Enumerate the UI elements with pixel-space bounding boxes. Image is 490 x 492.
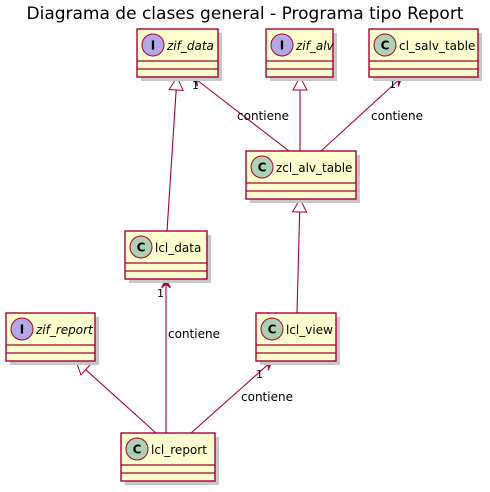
edge-zcl_alv_table-cl_salv_table: contiene 1: [320, 76, 423, 152]
edge-zcl_alv_table-zif_alv: [292, 75, 308, 151]
edge-label: contiene: [371, 109, 423, 123]
class-name: zif_report: [35, 323, 94, 337]
interface-badge-icon: [141, 33, 165, 57]
class-name: zif_alv: [295, 39, 335, 53]
realization-line: [166, 89, 177, 232]
hollow-triangle-icon: [291, 197, 308, 213]
class-badge-icon: [125, 437, 149, 461]
interface-badge-icon: [10, 317, 34, 341]
hollow-triangle-icon: [292, 75, 308, 91]
badge-letter: I: [280, 39, 284, 53]
class-name: zif_data: [166, 39, 214, 53]
class-badge-icon: [250, 155, 274, 179]
edge-lcl_view-zcl_alv_table: [291, 197, 308, 314]
edge-label: contiene: [241, 390, 293, 404]
badge-letter: C: [268, 323, 277, 337]
class-name: zcl_alv_table: [276, 161, 352, 175]
edge-lcl_report-lcl_view: contiene 1: [190, 360, 293, 434]
class-name: cl_salv_table: [399, 39, 475, 53]
edges-layer: contiene 1 contiene 1 contiene 1 contiene 1: [75, 75, 423, 434]
badge-letter: I: [20, 323, 24, 337]
association-line: [190, 360, 273, 434]
multiplicity-label: 1: [256, 368, 263, 381]
diagram-title: Diagrama de clases general - Programa ti…: [27, 4, 464, 24]
realization-line: [85, 369, 157, 434]
multiplicity-label: 1: [157, 287, 164, 300]
badge-letter: C: [258, 161, 267, 175]
class-badge-icon: [260, 317, 284, 341]
association-line: [192, 76, 290, 152]
edge-lcl_report-lcl_data: contiene 1: [157, 277, 220, 433]
class-name: lcl_data: [155, 241, 201, 255]
edge-label: contiene: [168, 327, 220, 341]
edge-lcl_report-zif_report: [75, 360, 157, 434]
class-badge-icon: [129, 235, 153, 259]
badge-letter: I: [151, 39, 155, 53]
class-badge-icon: [373, 33, 397, 57]
multiplicity-label: 1: [389, 78, 396, 91]
hollow-triangle-icon: [168, 75, 184, 91]
association-line: [320, 76, 403, 152]
interface-badge-icon: [270, 33, 294, 57]
edge-label: contiene: [237, 109, 289, 123]
badge-letter: C: [381, 39, 390, 53]
class-name: lcl_report: [151, 443, 207, 457]
class-name: lcl_view: [286, 323, 333, 337]
edge-zcl_alv_table-zif_data: contiene 1: [192, 76, 290, 152]
inheritance-line: [296, 211, 301, 314]
edge-lcl_data-zif_data: [166, 75, 184, 232]
badge-letter: C: [137, 241, 146, 255]
multiplicity-label: 1: [192, 79, 199, 92]
badge-letter: C: [133, 443, 142, 457]
